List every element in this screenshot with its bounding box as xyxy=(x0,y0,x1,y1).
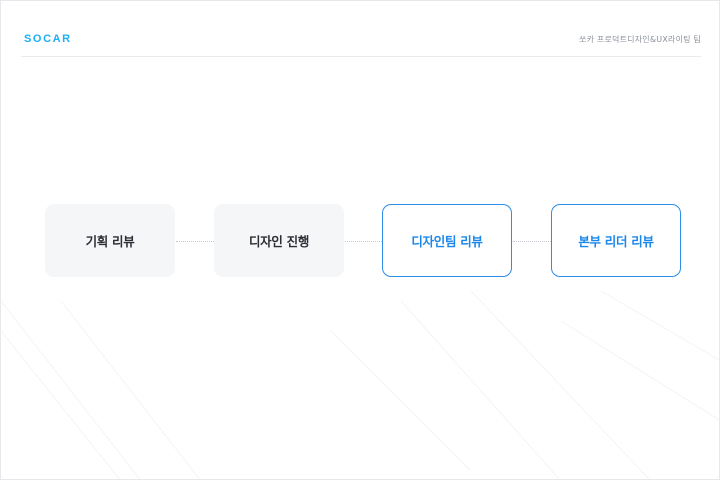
step-design-progress: 디자인 진행 xyxy=(214,204,344,277)
step-division-leader-review: 본부 리더 리뷰 xyxy=(551,204,681,277)
step-label: 디자인 진행 xyxy=(248,234,310,249)
header: SOCAR 쏘카 프로덕트디자인&UX라이팅 팀 xyxy=(21,27,701,57)
socar-logo: SOCAR xyxy=(24,33,72,45)
connector-line xyxy=(176,241,214,242)
step-design-team-review: 디자인팀 리뷰 xyxy=(382,204,512,277)
step-planning-review: 기획 리뷰 xyxy=(45,204,175,277)
step-label: 본부 리더 리뷰 xyxy=(578,234,654,249)
connector-line xyxy=(513,241,551,242)
step-label: 기획 리뷰 xyxy=(85,234,135,249)
step-label: 디자인팀 리뷰 xyxy=(411,234,483,249)
team-name: 쏘카 프로덕트디자인&UX라이팅 팀 xyxy=(579,35,701,44)
connector-line xyxy=(345,241,382,242)
